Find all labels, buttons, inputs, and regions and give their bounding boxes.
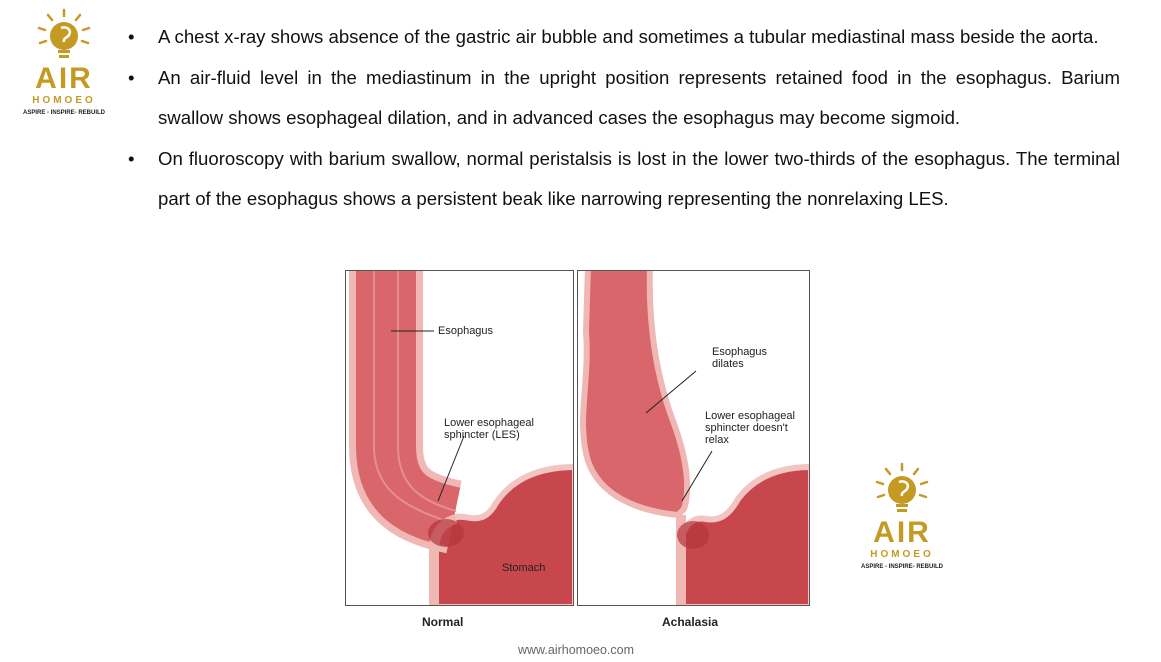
logo-subtitle: HOMOEO bbox=[870, 549, 934, 560]
air-homoeo-logo: AIR HOMOEO ASPIRE - INSPIRE- REBUILD bbox=[10, 8, 118, 116]
label-les: sphincter doesn't bbox=[705, 422, 788, 434]
bullet-list: • A chest x-ray shows absence of the gast… bbox=[128, 17, 1120, 220]
normal-esophagus-illustration: Esophagus Lower esophageal sphincter (LE… bbox=[345, 270, 574, 606]
bullet-item: • A chest x-ray shows absence of the gast… bbox=[128, 17, 1120, 58]
label-les: relax bbox=[705, 434, 729, 446]
label-les: Lower esophageal bbox=[444, 417, 534, 429]
label-esophagus-dilates: Esophagus bbox=[712, 346, 768, 358]
label-esophagus: Esophagus bbox=[438, 325, 494, 337]
label-esophagus-dilates: dilates bbox=[712, 358, 744, 370]
label-les: sphincter (LES) bbox=[444, 429, 520, 441]
bullet-item: • An air-fluid level in the mediastinum i… bbox=[128, 58, 1120, 139]
bullet-text: On fluoroscopy with barium swallow, norm… bbox=[158, 147, 1120, 210]
logo-tagline: ASPIRE - INSPIRE- REBUILD bbox=[22, 110, 105, 116]
label-les: Lower esophageal bbox=[705, 410, 795, 422]
logo-tagline: ASPIRE - INSPIRE- REBUILD bbox=[860, 564, 943, 570]
caption-normal: Normal bbox=[422, 615, 464, 629]
achalasia-illustration: Esophagus dilates Lower esophageal sphin… bbox=[577, 270, 810, 606]
label-stomach: Stomach bbox=[502, 562, 546, 574]
lightbulb-sun-icon bbox=[37, 8, 91, 58]
bullet-icon: • bbox=[128, 66, 135, 88]
lightbulb-sun-icon bbox=[875, 462, 929, 512]
bullet-icon: • bbox=[128, 147, 135, 169]
logo-subtitle: HOMOEO bbox=[32, 95, 96, 106]
air-homoeo-logo: AIR HOMOEO ASPIRE - INSPIRE- REBUILD bbox=[848, 462, 956, 570]
bullet-text: An air-fluid level in the mediastinum in… bbox=[158, 66, 1120, 129]
logo-title: AIR bbox=[873, 516, 931, 549]
caption-achalasia: Achalasia bbox=[662, 615, 719, 629]
bullet-item: • On fluoroscopy with barium swallow, nor… bbox=[128, 139, 1120, 220]
footer-url: www.airhomoeo.com bbox=[518, 643, 635, 657]
bullet-icon: • bbox=[128, 26, 135, 47]
bullet-text: A chest x-ray shows absence of the gastr… bbox=[158, 26, 1099, 47]
logo-title: AIR bbox=[35, 62, 93, 95]
